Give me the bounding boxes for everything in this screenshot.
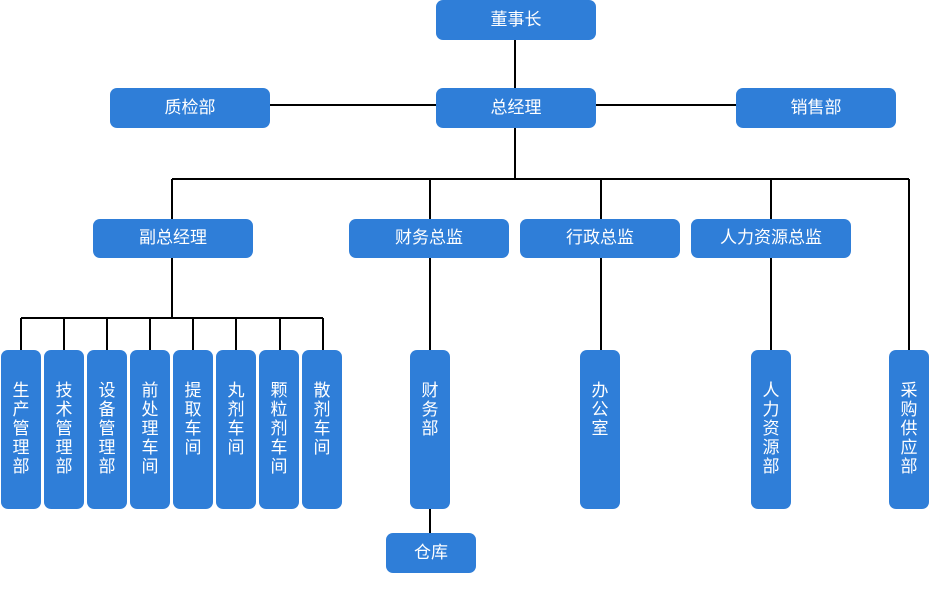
- production-unit: 设备管理部: [87, 350, 127, 509]
- hr-dept-node: 人力资源部: [751, 350, 791, 509]
- purchasing-dept-node: 采购供应部: [889, 350, 929, 509]
- admin-director-node: 行政总监: [520, 219, 680, 258]
- production-unit: 生产管理部: [1, 350, 41, 509]
- finance-dept-node: 财务部: [410, 350, 450, 509]
- deputy-gm-node: 副总经理: [93, 219, 253, 258]
- production-unit: 丸剂车间: [216, 350, 256, 509]
- quality-dept-node: 质检部: [110, 88, 270, 128]
- hr-director-node: 人力资源总监: [691, 219, 851, 258]
- chairman-node: 董事长: [436, 0, 596, 40]
- production-unit: 散剂车间: [302, 350, 342, 509]
- general-manager-node: 总经理: [436, 88, 596, 128]
- sales-dept-node: 销售部: [736, 88, 896, 128]
- warehouse-node: 仓库: [386, 533, 476, 573]
- production-unit: 技术管理部: [44, 350, 84, 509]
- production-unit: 颗粒剂车间: [259, 350, 299, 509]
- office-node: 办公室: [580, 350, 620, 509]
- finance-director-node: 财务总监: [349, 219, 509, 258]
- production-unit: 前处理车间: [130, 350, 170, 509]
- production-unit: 提取车间: [173, 350, 213, 509]
